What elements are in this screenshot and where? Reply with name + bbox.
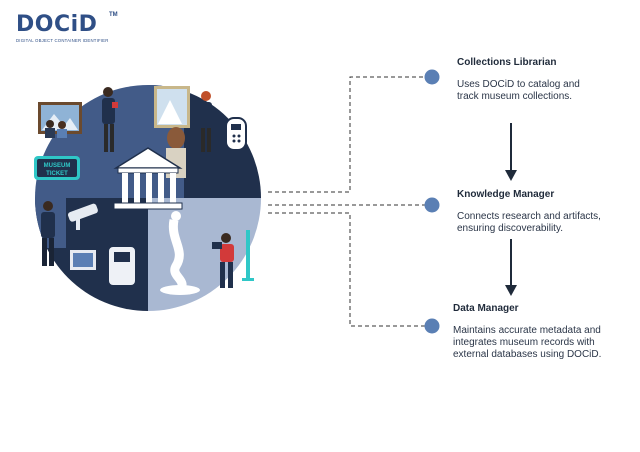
visitors-icon: [45, 120, 67, 138]
museum-ticket-icon: MUSEUM TICKET: [34, 156, 80, 180]
description-line: Uses DOCiD to catalog and: [457, 79, 580, 90]
node-knowledge-manager: [424, 197, 440, 213]
logo-trademark: TM: [109, 12, 118, 18]
description-line: external databases using DOCiD.: [453, 349, 602, 360]
landscape-painting-icon: [154, 86, 190, 128]
connector-data-manager: [268, 212, 430, 327]
description-line: Maintains accurate metadata and: [453, 325, 601, 336]
cctv-camera-icon: [67, 203, 98, 230]
museum-illustration: MUSEUM TICKET: [34, 85, 261, 311]
walkie-talkie-icon: [107, 230, 137, 287]
vase-pedestal-icon: [166, 127, 186, 178]
connector-collections-librarian: [268, 76, 430, 193]
docid-logo: DOCiD TM DIGITAL OBJECT CONTAINER IDENTI…: [16, 12, 118, 48]
security-guard-icon: [41, 201, 55, 266]
guide-figure-icon: [102, 87, 118, 152]
stanchion-icon: [242, 230, 254, 281]
ticket-label-ticket: TICKET: [46, 171, 68, 177]
ticket-label-museum: MUSEUM: [44, 163, 71, 169]
node-collections-librarian: [424, 69, 440, 85]
description-line: track museum collections.: [457, 91, 573, 102]
role-description-knowledge-manager: Connects research and artifacts, ensurin…: [457, 211, 637, 235]
arrow-down-icon: [505, 123, 517, 181]
photographer-icon: [212, 233, 234, 288]
role-title-knowledge-manager: Knowledge Manager: [457, 189, 555, 200]
statue-icon: [160, 211, 200, 295]
logo-tagline: DIGITAL OBJECT CONTAINER IDENTIFIER: [16, 38, 109, 43]
monitor-icon: [70, 250, 96, 270]
role-description-data-manager: Maintains accurate metadata and integrat…: [453, 325, 633, 361]
role-title-collections-librarian: Collections Librarian: [457, 57, 557, 68]
role-title-data-manager: Data Manager: [453, 303, 519, 314]
visitor-woman-icon: [200, 91, 212, 152]
audio-guide-icon: [225, 117, 247, 151]
museum-building-icon: [113, 147, 183, 210]
logo-wordmark: DOCiD: [16, 12, 98, 37]
description-line: Connects research and artifacts,: [457, 211, 601, 222]
description-line: integrates museum records with: [453, 337, 595, 348]
description-line: ensuring discoverability.: [457, 223, 563, 234]
role-description-collections-librarian: Uses DOCiD to catalog and track museum c…: [457, 79, 637, 103]
node-data-manager: [424, 318, 440, 334]
arrow-down-icon: [505, 239, 517, 296]
